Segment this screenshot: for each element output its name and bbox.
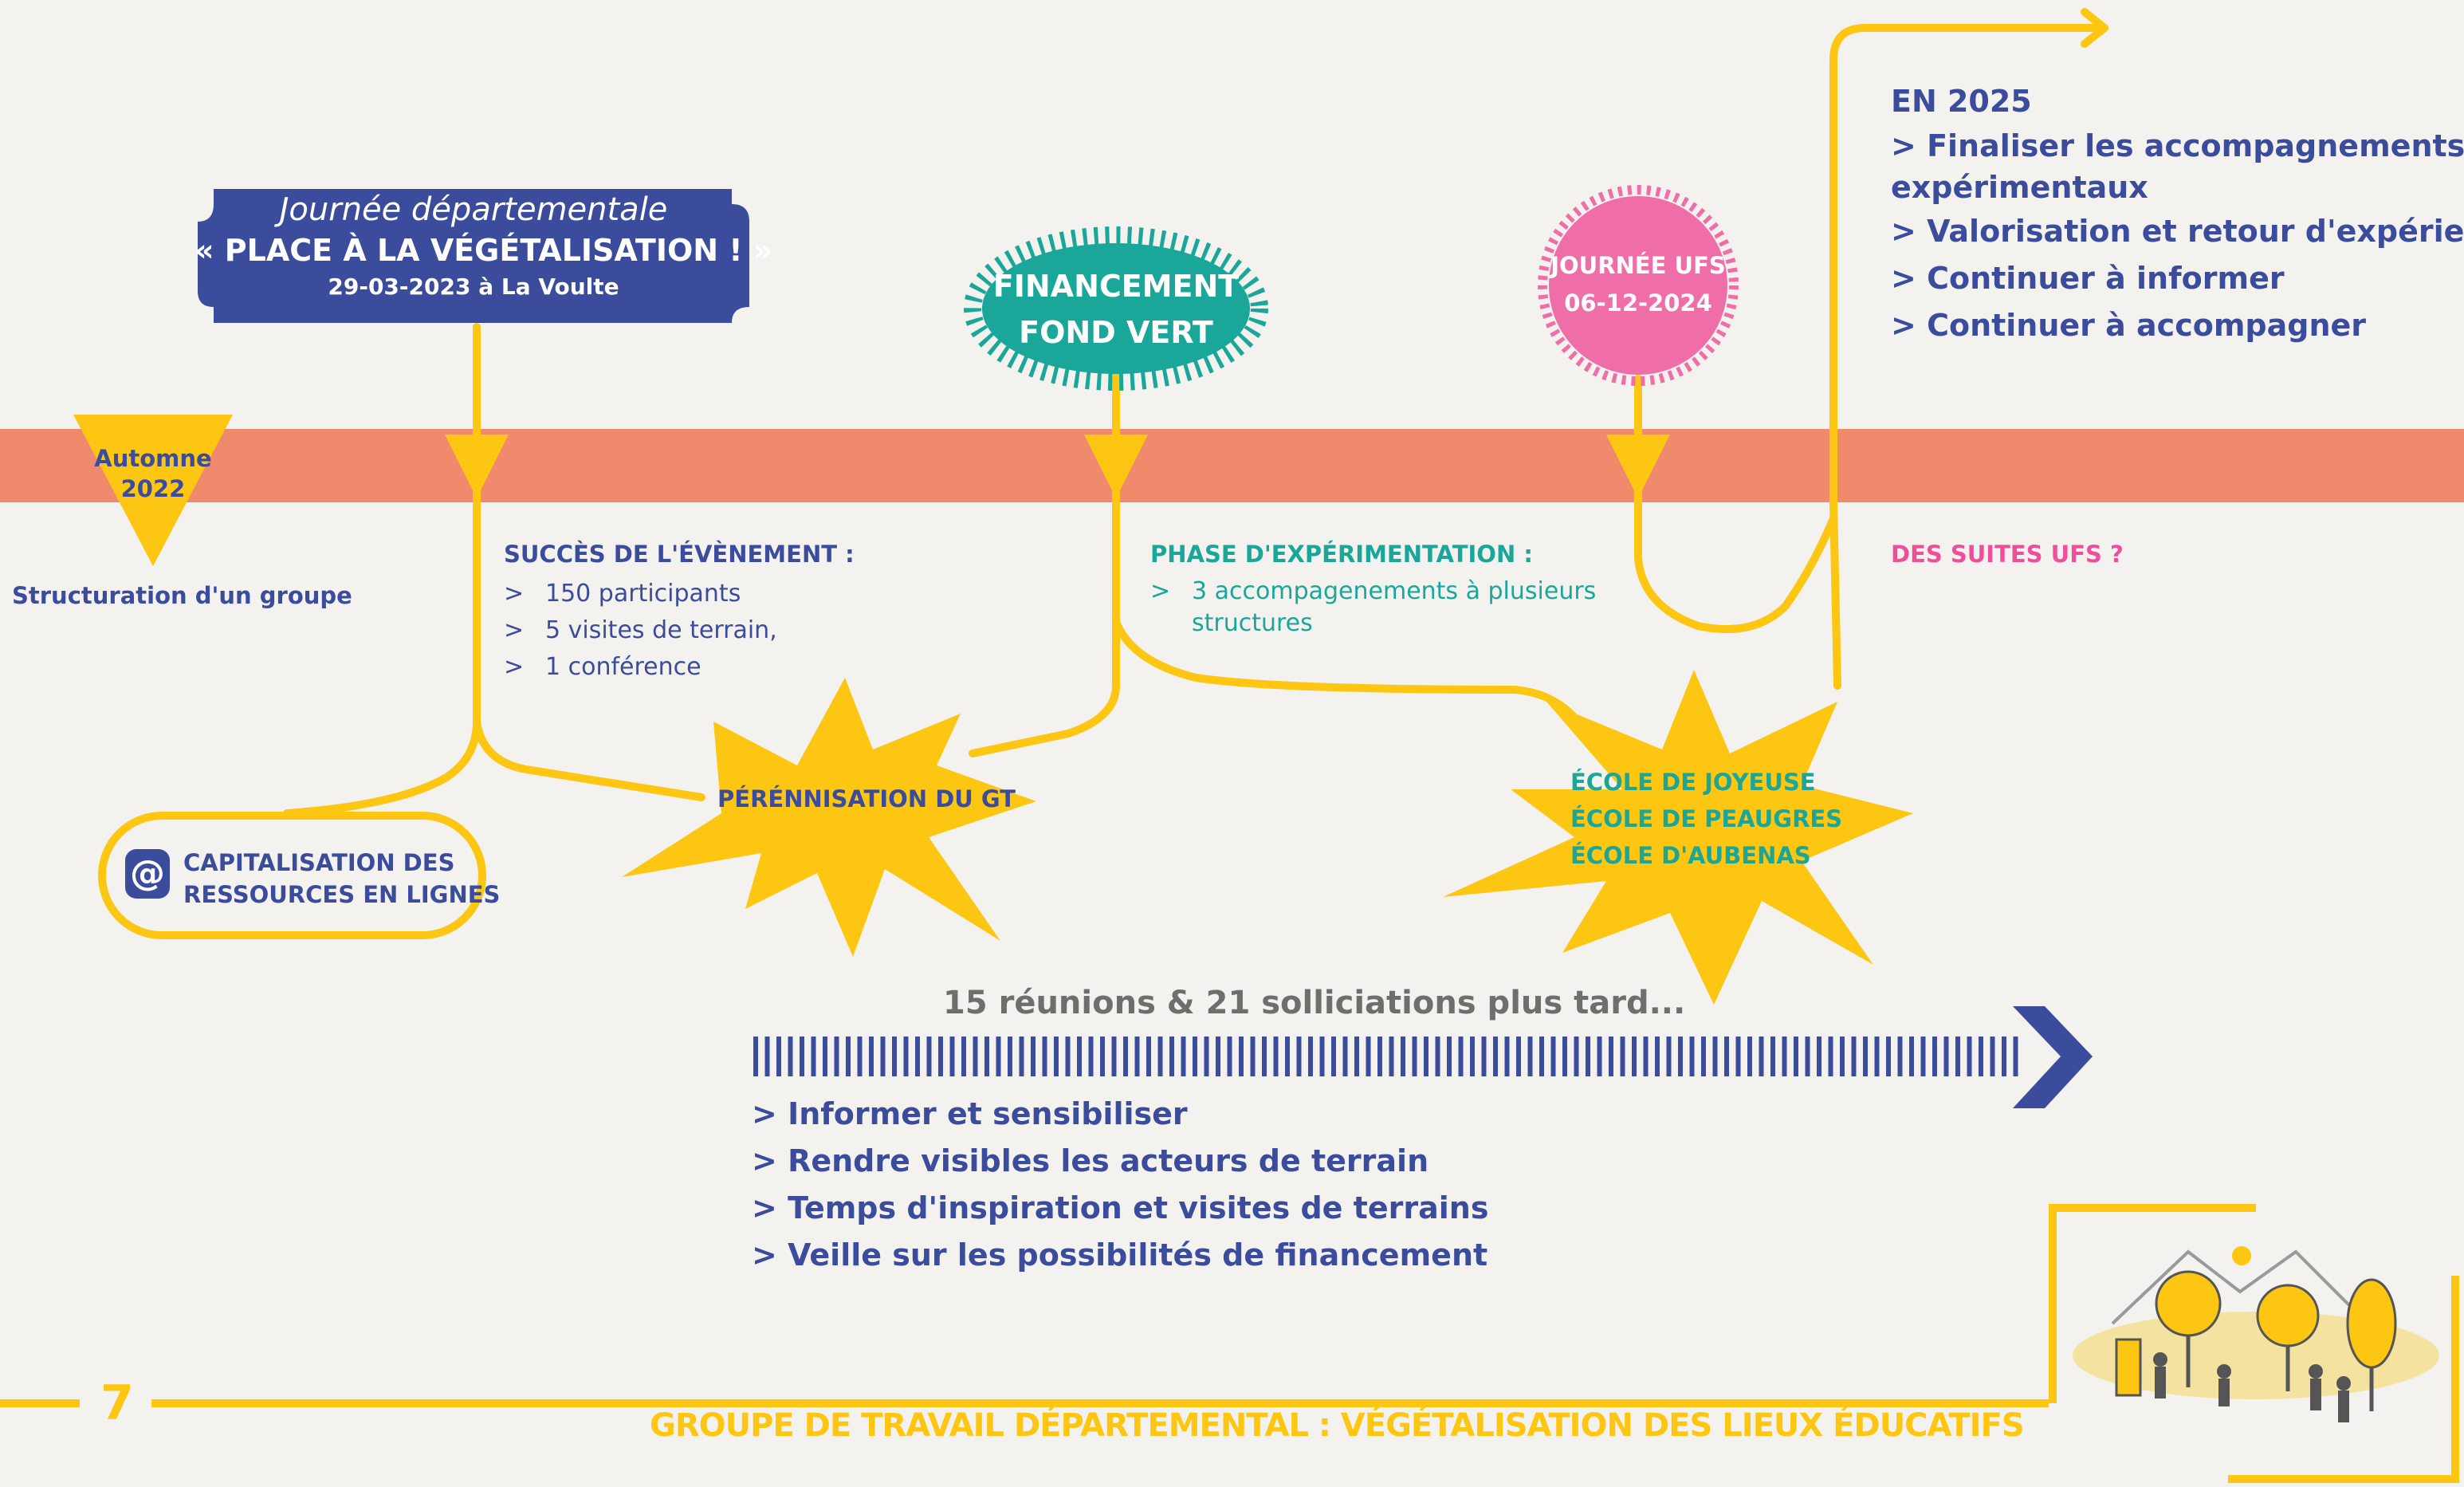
capitalisation-line2: RESSOURCES EN LIGNES <box>183 881 501 908</box>
connector-perennisation <box>473 718 705 801</box>
en2025-item: > Continuer à informer <box>1891 261 2285 296</box>
progress-arrow-head <box>2013 1006 2093 1108</box>
illustration-frame <box>2049 1204 2256 1403</box>
suites-label: DES SUITES UFS ? <box>1891 541 2124 568</box>
success-heading: SUCCÈS DE L'ÉVÈNEMENT : <box>504 541 855 568</box>
journee-date: 29-03-2023 à La Voulte <box>328 273 619 300</box>
progress-ticks: (function(){ var g = document.currentScr… <box>753 1037 2018 1076</box>
footer-title: GROUPE DE TRAVAIL DÉPARTEMENTAL : VÉGÉTA… <box>650 1407 2025 1444</box>
ecole-item: ÉCOLE DE PEAUGRES <box>1570 805 1843 832</box>
meetings-item: > Temps d'inspiration et visites de terr… <box>752 1190 1489 1225</box>
capitalisation-pill <box>98 812 486 939</box>
perennisation-label: PÉRÉNNISATION DU GT <box>717 785 1016 812</box>
capitalisation-label: CAPITALISATION DES RESSOURCES EN LIGNES <box>183 847 500 911</box>
en2025-item: > Continuer à accompagner <box>1891 308 2367 343</box>
en2025-block: EN 2025 > Finaliser les accompagnements … <box>1891 78 2464 349</box>
illustration-frame-bottom <box>2228 1276 2459 1483</box>
experimentation-item: 3 accompagenements à plusieurs structure… <box>1150 576 1596 639</box>
success-item: 5 visites de terrain, <box>504 612 855 649</box>
en2025-item: > Finaliser les accompagnements <box>1891 128 2464 163</box>
marker-triangle-financement <box>1084 435 1148 498</box>
en2025-item: > Valorisation et retour d'expérience <box>1891 214 2464 249</box>
illustration-garden <box>2073 1246 2439 1422</box>
connector-financement-up <box>969 371 1120 757</box>
financement-line2: FOND VERT <box>1019 315 1213 350</box>
success-item: 150 participants <box>504 576 855 612</box>
connector-2025 <box>1829 24 2108 690</box>
ecole-item: ÉCOLE D'AUBENAS <box>1570 842 1811 869</box>
connector-ufs <box>1634 375 1837 634</box>
ecoles-starburst <box>1443 670 1913 1005</box>
connector-journee <box>283 323 481 817</box>
page-number: 7 <box>100 1375 134 1431</box>
ufs-badge-shape <box>1538 185 1739 386</box>
success-block: SUCCÈS DE L'ÉVÈNEMENT : 150 participants… <box>504 541 855 686</box>
experimentation-heading: PHASE D'EXPÉRIMENTATION : <box>1150 541 1533 568</box>
meetings-list: > Informer et sensibiliser > Rendre visi… <box>752 1091 1488 1279</box>
en2025-item: expérimentaux <box>1891 170 2148 205</box>
meetings-item: > Informer et sensibiliser <box>752 1096 1188 1131</box>
ufs-label: JOURNÉE UFS 06-12-2024 <box>1550 247 1726 322</box>
capitalisation-line1: CAPITALISATION DES <box>183 849 455 876</box>
arrow-head-2025 <box>2081 8 2108 48</box>
autumn-label-line2: 2022 <box>120 475 186 502</box>
journee-badge-shape <box>198 189 749 323</box>
experimentation-block: PHASE D'EXPÉRIMENTATION : 3 accompagenem… <box>1150 541 1596 639</box>
at-icon: @ <box>125 849 170 899</box>
marker-triangle-journee <box>445 435 509 498</box>
meetings-item: > Veille sur les possibilités de finance… <box>752 1237 1488 1273</box>
ufs-line1: JOURNÉE UFS <box>1550 252 1726 279</box>
autumn-caption: Structuration d'un groupe <box>12 582 352 609</box>
timeline-band <box>0 429 2464 502</box>
meetings-item: > Rendre visibles les acteurs de terrain <box>752 1143 1429 1178</box>
financement-badge-shape <box>964 226 1268 391</box>
financement-line1: FINANCEMENT <box>992 269 1240 304</box>
connector-financement-down <box>1112 618 1590 738</box>
journee-badge: Journée départementale « PLACE À LA VÉGÉ… <box>195 190 773 303</box>
experimentation-item-line2: structures <box>1192 609 1313 637</box>
experimentation-item-line1: 3 accompagenements à plusieurs <box>1192 577 1597 605</box>
perennisation-starburst <box>622 678 1036 957</box>
ufs-line2: 06-12-2024 <box>1564 289 1712 317</box>
autumn-triangle <box>73 415 233 566</box>
ecole-item: ÉCOLE DE JOYEUSE <box>1570 769 1816 796</box>
journee-subtitle: « PLACE À LA VÉGÉTALISATION ! » <box>195 233 773 268</box>
autumn-label-line1: Automne <box>94 445 212 472</box>
financement-label: FINANCEMENT FOND VERT <box>993 263 1239 356</box>
experimentation-list: 3 accompagenements à plusieurs structure… <box>1150 576 1596 639</box>
journee-title: Journée départementale <box>279 191 668 228</box>
meetings-headline: 15 réunions & 21 solliciations plus tard… <box>943 985 1686 1021</box>
autumn-label: Automne 2022 <box>94 443 211 504</box>
marker-triangle-ufs <box>1606 435 1670 498</box>
success-item: 1 conférence <box>504 649 855 686</box>
ecoles-list: ÉCOLE DE JOYEUSE ÉCOLE DE PEAUGRES ÉCOLE… <box>1570 764 1842 874</box>
en2025-heading: EN 2025 <box>1891 84 2032 119</box>
svg-text:@: @ <box>130 853 165 894</box>
success-list: 150 participants 5 visites de terrain, 1… <box>504 576 855 686</box>
